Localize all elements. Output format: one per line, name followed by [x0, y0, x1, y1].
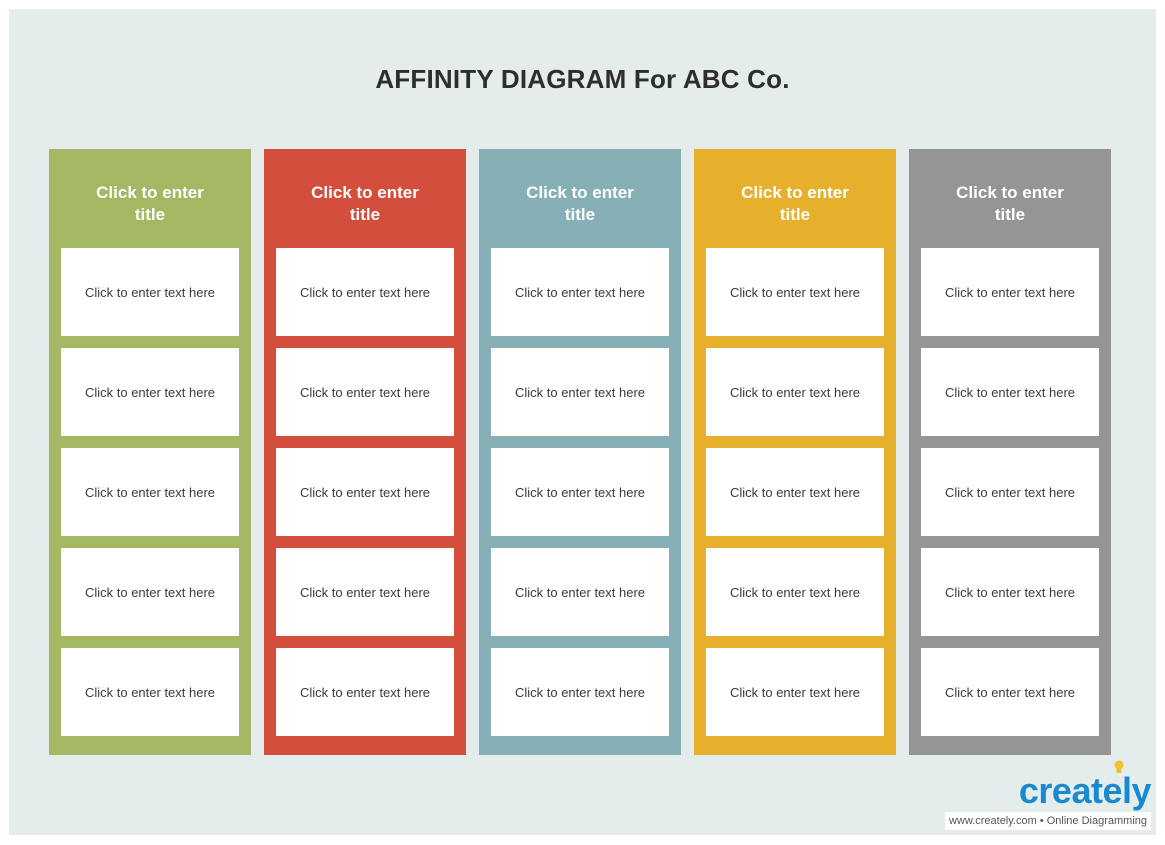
note-card[interactable]: Click to enter text here: [61, 248, 239, 336]
diagram-title[interactable]: AFFINITY DIAGRAM For ABC Co.: [375, 64, 790, 94]
affinity-column[interactable]: Click to enter title Click to enter text…: [479, 149, 681, 755]
note-card[interactable]: Click to enter text here: [61, 648, 239, 736]
column-title[interactable]: Click to enter title: [96, 183, 204, 224]
note-card[interactable]: Click to enter text here: [706, 248, 884, 336]
note-card[interactable]: Click to enter text here: [921, 648, 1099, 736]
note-card[interactable]: Click to enter text here: [706, 348, 884, 436]
note-card[interactable]: Click to enter text here: [276, 348, 454, 436]
affinity-column[interactable]: Click to enter title Click to enter text…: [694, 149, 896, 755]
affinity-column[interactable]: Click to enter title Click to enter text…: [264, 149, 466, 755]
note-card[interactable]: Click to enter text here: [706, 448, 884, 536]
logo-wordmark: creately: [1018, 770, 1152, 811]
note-card[interactable]: Click to enter text here: [61, 348, 239, 436]
lightbulb-icon: [1114, 760, 1124, 773]
column-title[interactable]: Click to enter title: [741, 183, 849, 224]
note-card[interactable]: Click to enter text here: [491, 648, 669, 736]
note-card[interactable]: Click to enter text here: [706, 648, 884, 736]
note-card[interactable]: Click to enter text here: [921, 248, 1099, 336]
note-card[interactable]: Click to enter text here: [921, 548, 1099, 636]
note-card[interactable]: Click to enter text here: [921, 448, 1099, 536]
column-title[interactable]: Click to enter title: [526, 183, 634, 224]
note-card[interactable]: Click to enter text here: [921, 348, 1099, 436]
note-card[interactable]: Click to enter text here: [61, 448, 239, 536]
note-card[interactable]: Click to enter text here: [491, 348, 669, 436]
note-card[interactable]: Click to enter text here: [276, 248, 454, 336]
column-title[interactable]: Click to enter title: [311, 183, 419, 224]
note-card[interactable]: Click to enter text here: [491, 548, 669, 636]
note-card[interactable]: Click to enter text here: [276, 548, 454, 636]
note-card[interactable]: Click to enter text here: [491, 248, 669, 336]
note-card[interactable]: Click to enter text here: [276, 448, 454, 536]
note-card[interactable]: Click to enter text here: [491, 448, 669, 536]
affinity-column[interactable]: Click to enter title Click to enter text…: [909, 149, 1111, 755]
note-card[interactable]: Click to enter text here: [61, 548, 239, 636]
column-title[interactable]: Click to enter title: [956, 183, 1064, 224]
note-card[interactable]: Click to enter text here: [276, 648, 454, 736]
affinity-column[interactable]: Click to enter title Click to enter text…: [49, 149, 251, 755]
creately-logo: creately www.creately.com • Online Diagr…: [931, 760, 1152, 835]
note-card[interactable]: Click to enter text here: [706, 548, 884, 636]
logo-tagline: www.creately.com • Online Diagramming: [944, 812, 1151, 830]
